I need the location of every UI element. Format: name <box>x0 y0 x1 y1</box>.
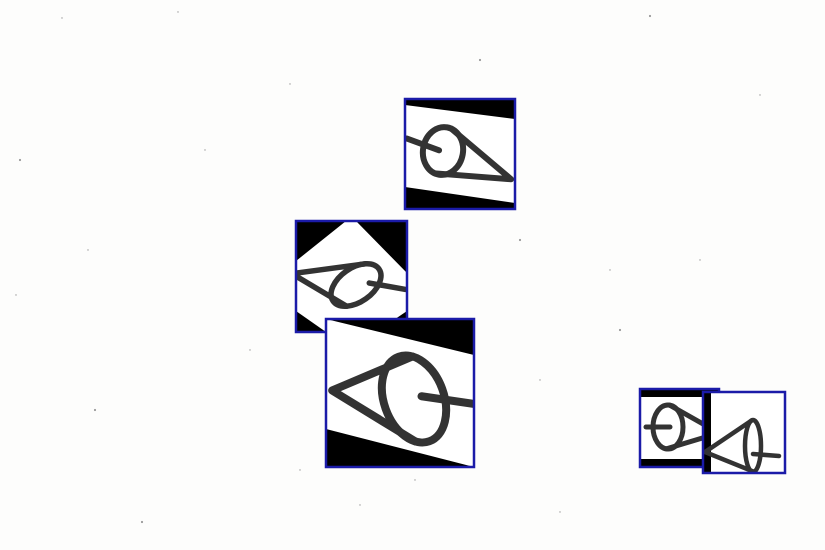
crop-wedge <box>296 311 326 332</box>
paper-speck <box>204 149 206 151</box>
detection-box-2[interactable] <box>292 219 409 338</box>
crop-wedge <box>326 429 474 467</box>
crop-wedge <box>405 99 515 119</box>
bounding-box-outline <box>403 97 517 211</box>
crop-wedge <box>640 459 719 467</box>
crop-wedge <box>326 319 474 355</box>
paper-speck <box>140 520 144 524</box>
paper-speck <box>249 349 251 351</box>
paper-speck <box>93 408 97 412</box>
paper-speck <box>539 379 541 381</box>
cone-with-ellipse-icon <box>296 260 407 310</box>
detection-box-5[interactable] <box>701 390 787 475</box>
paper-speck <box>648 14 652 18</box>
detection-box-1[interactable] <box>401 97 518 211</box>
cone-with-ellipse-icon <box>643 402 719 452</box>
paper-noise <box>15 11 772 524</box>
detection-boxes <box>292 97 787 475</box>
paper-speck <box>299 469 301 471</box>
paper-speck <box>359 504 361 506</box>
crop-wedge <box>405 187 515 209</box>
bounding-box-outline <box>701 390 787 475</box>
paper-speck <box>87 249 89 251</box>
paper-speck <box>559 511 561 513</box>
crop-wedge <box>296 221 346 261</box>
paper-speck <box>18 158 22 162</box>
paper-speck <box>759 94 761 96</box>
bounding-box-outline <box>324 317 476 469</box>
paper-speck <box>15 294 17 296</box>
cone-with-ellipse-icon <box>405 124 515 183</box>
paper-speck <box>289 83 291 85</box>
crop-wedge <box>356 221 407 273</box>
paper-speck <box>609 269 611 271</box>
paper-speck <box>414 479 416 481</box>
paper-speck <box>61 17 63 19</box>
paper-speck <box>518 238 522 242</box>
paper-speck <box>618 328 622 332</box>
crop-wedge <box>640 389 719 397</box>
cone-with-ellipse-icon <box>328 351 474 447</box>
paper-speck <box>699 259 701 261</box>
paper-speck <box>478 58 482 62</box>
paper-speck <box>177 11 179 13</box>
detection-box-3[interactable] <box>324 317 486 469</box>
